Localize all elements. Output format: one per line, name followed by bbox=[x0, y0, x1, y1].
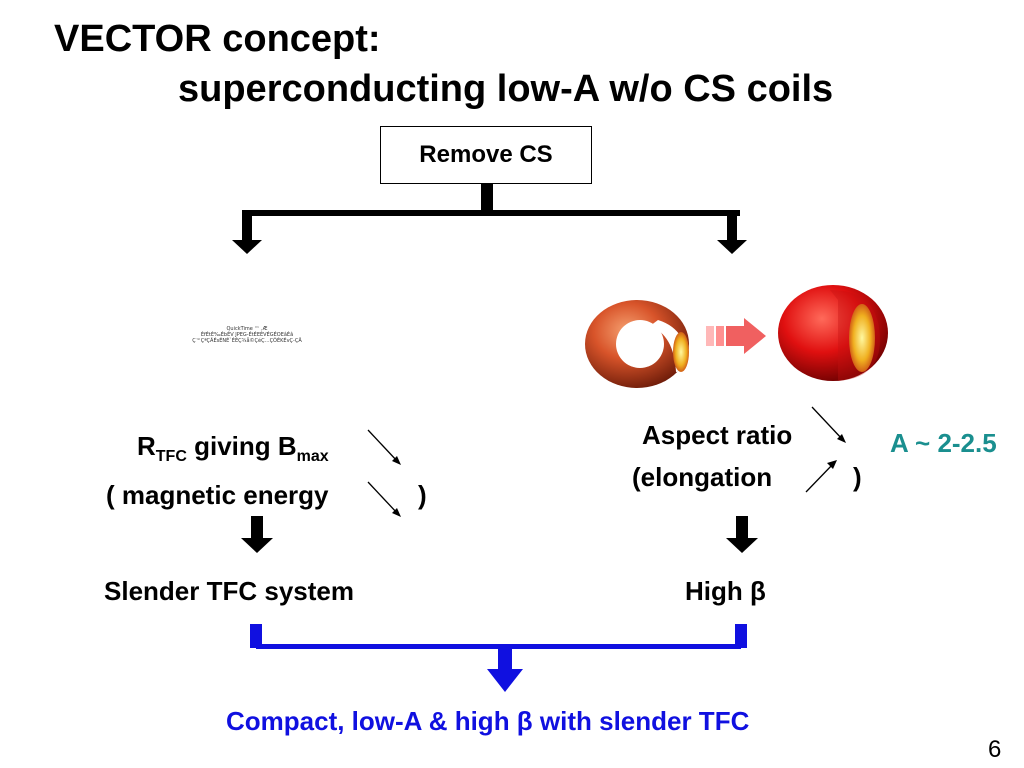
magnetic-energy-label: ( magnetic energy bbox=[106, 480, 329, 510]
placeholder-line-3: Ç™ÇªÇÃÉsÉNÉ`ÉÉÇ¾å©ÇéÇ…ÇÕÉKÉvÇ-ÇÂ bbox=[192, 338, 302, 344]
transform-arrow bbox=[706, 318, 766, 354]
down-arrow-right-mid bbox=[726, 516, 758, 553]
aspect-ratio-label: Aspect ratio bbox=[642, 420, 793, 450]
r-prefix: R bbox=[137, 431, 156, 461]
top-split-connector bbox=[242, 184, 740, 240]
down-arrow-left-mid bbox=[241, 516, 273, 553]
decrease-arrow-bmax bbox=[367, 429, 401, 465]
remove-cs-box: Remove CS bbox=[380, 126, 592, 184]
placeholder-line-1: QuickTime ™ ‚Æ bbox=[226, 326, 268, 332]
rtfc-bmax-label: RTFC giving Bmax bbox=[137, 433, 329, 465]
conclusion-text: Compact, low-A & high β with slender TFC bbox=[226, 706, 750, 736]
page-number: 6 bbox=[988, 736, 1002, 763]
magnetic-energy-close: ) bbox=[418, 480, 427, 510]
elongation-label: (elongation bbox=[632, 462, 773, 492]
down-arrow-right-top bbox=[717, 240, 747, 254]
decrease-arrow-aspect-ratio bbox=[811, 406, 846, 443]
slide-title-line2: superconducting low-A w/o CS coils bbox=[178, 68, 834, 110]
bottom-merge-connector bbox=[250, 624, 747, 692]
elongation-close: ) bbox=[853, 462, 862, 492]
high-beta-label: High β bbox=[685, 576, 766, 606]
placeholder-line-2: ÉfÉtÉ‰ÉbÉV JPEG-ÉtÉEÉVÉGÉOEâÉâ bbox=[200, 332, 294, 338]
giving-text: giving B bbox=[186, 431, 297, 461]
torus-shape bbox=[585, 300, 689, 388]
spherical-torus-shape bbox=[778, 285, 888, 381]
bmax-subscript: max bbox=[296, 448, 329, 465]
missing-image-placeholder: QuickTime ™ ‚Æ ÉfÉtÉ‰ÉbÉV JPEG-ÉtÉEÉVÉGÉ… bbox=[182, 326, 312, 344]
increase-arrow-elongation bbox=[805, 460, 837, 493]
r-subscript: TFC bbox=[155, 448, 187, 465]
down-arrow-left-top bbox=[232, 240, 262, 254]
decrease-arrow-magnetic-energy bbox=[367, 481, 401, 517]
slide-title-line1: VECTOR concept: bbox=[54, 18, 381, 60]
slender-tfc-label: Slender TFC system bbox=[104, 576, 354, 606]
aspect-ratio-range: A ~ 2-2.5 bbox=[890, 428, 997, 458]
